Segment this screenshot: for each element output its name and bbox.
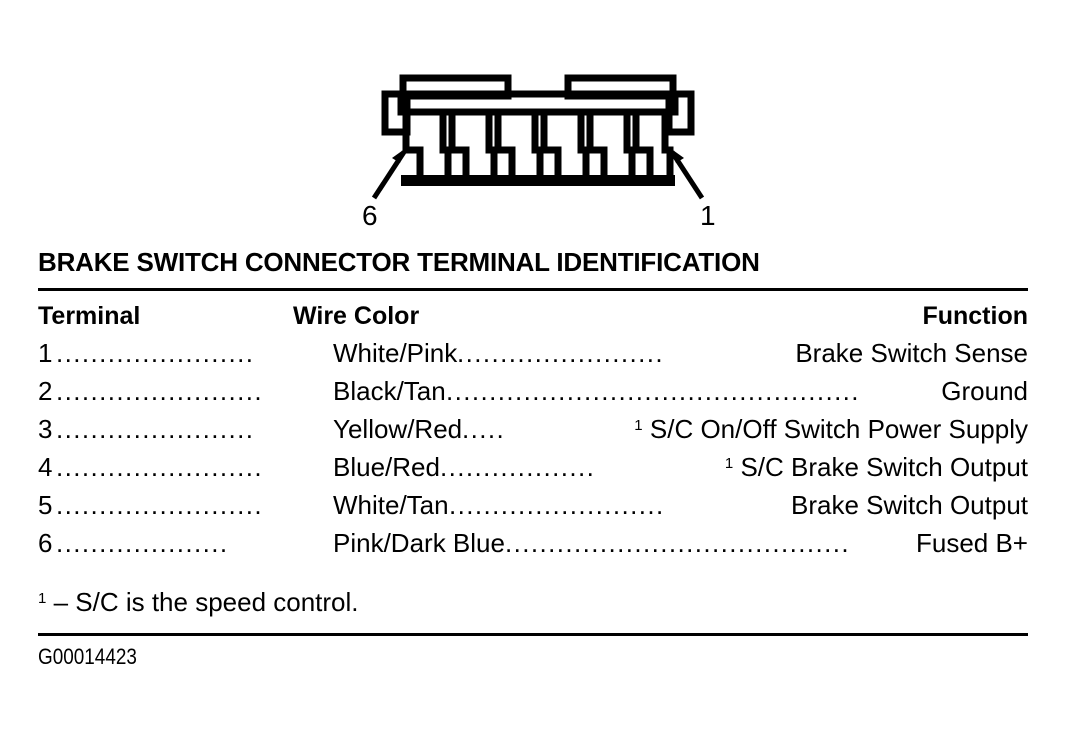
- cell-wire-color: White/Tan: [333, 490, 449, 520]
- cell-function: Fused B+: [916, 524, 1028, 562]
- terminal-1-callout-label: 1: [700, 200, 716, 231]
- cell-function: Brake Switch Output: [791, 486, 1028, 524]
- cell-wire-color: Blue/Red: [333, 452, 440, 482]
- footnote-marker: 1: [38, 590, 47, 607]
- terminal-6-callout-label: 6: [362, 200, 378, 231]
- cell-function-text: Brake Switch Sense: [795, 338, 1028, 368]
- cell-function-text: Ground: [941, 376, 1028, 406]
- dot-leader-right: ........................................…: [446, 376, 860, 406]
- terminal-1-callout-arrow: [669, 148, 705, 200]
- terminal-cavities: [402, 112, 674, 185]
- table-body: 1....................... White/Pink......…: [38, 334, 1028, 562]
- cell-wire-color: Black/Tan: [333, 376, 446, 406]
- page-title: BRAKE SWITCH CONNECTOR TERMINAL IDENTIFI…: [38, 247, 760, 277]
- cell-function: 1 S/C On/Off Switch Power Supply: [634, 410, 1028, 448]
- cell-wire-color: Pink/Dark Blue: [333, 528, 505, 558]
- cell-terminal-number: 2: [38, 376, 53, 406]
- terminal-cavity-2: [586, 112, 636, 185]
- figure-code: G00014423: [38, 644, 137, 669]
- cell-function-text: S/C Brake Switch Output: [740, 452, 1028, 482]
- table-row: 3....................... Yellow/Red..... 1…: [38, 410, 1028, 448]
- dot-leader-right: ..................: [440, 452, 596, 482]
- function-footnote-marker: 1: [724, 455, 734, 472]
- dot-leader-left: ........................: [56, 490, 263, 520]
- dot-leader-left: .......................: [56, 414, 255, 444]
- cell-function: 1 S/C Brake Switch Output: [725, 448, 1028, 486]
- cell-function-text: S/C On/Off Switch Power Supply: [649, 414, 1028, 444]
- column-header-wire-color: Wire Color: [293, 302, 420, 330]
- connector-diagram: 6 1: [0, 0, 1066, 236]
- dot-leader-left: ........................: [56, 376, 263, 406]
- footnote-text: – S/C is the speed control.: [53, 587, 359, 617]
- terminal-cavity-3: [540, 112, 590, 185]
- column-header-terminal: Terminal: [38, 302, 141, 330]
- cell-terminal-number: 5: [38, 490, 53, 520]
- cell-function-text: Fused B+: [915, 528, 1028, 558]
- terminal-identification-table: Terminal Wire Color Function 1..........…: [38, 298, 1028, 562]
- terminal-cavity-6: [402, 112, 452, 185]
- dot-leader-right: ........................: [457, 338, 664, 368]
- terminal-6-callout-arrow: [371, 148, 407, 200]
- dot-leader-right: ........................................: [505, 528, 850, 558]
- dot-leader-left: .......................: [56, 338, 255, 368]
- cell-function-text: Brake Switch Output: [791, 490, 1028, 520]
- terminal-cavity-1: [632, 112, 674, 185]
- table-row: 1....................... White/Pink......…: [38, 334, 1028, 372]
- cell-terminal-number: 6: [38, 528, 53, 558]
- table-row: 2........................ Black/Tan......…: [38, 372, 1028, 410]
- cell-terminal-number: 1: [38, 338, 53, 368]
- function-footnote-marker: 1: [634, 417, 643, 434]
- cell-function: Ground: [941, 372, 1028, 410]
- title-divider: [38, 288, 1028, 291]
- terminal-cavity-4: [494, 112, 544, 185]
- cell-terminal-number: 4: [38, 452, 53, 482]
- cell-function: Brake Switch Sense: [795, 334, 1028, 372]
- connector-housing: [397, 90, 679, 116]
- column-header-function: Function: [922, 302, 1028, 330]
- terminal-cavity-5: [448, 112, 498, 185]
- cell-terminal-number: 3: [38, 414, 53, 444]
- table-row: 4........................ Blue/Red.......…: [38, 448, 1028, 486]
- dot-leader-right: .....: [462, 414, 506, 444]
- cell-wire-color: Yellow/Red: [333, 414, 463, 444]
- dot-leader-right: .........................: [449, 490, 665, 520]
- dot-leader-left: ....................: [56, 528, 229, 558]
- table-row: 5........................ White/Tan .....…: [38, 486, 1028, 524]
- footnote: 1 – S/C is the speed control.: [38, 583, 359, 621]
- table-header-row: Terminal Wire Color Function: [38, 298, 1028, 334]
- dot-leader-left: ........................: [56, 452, 263, 482]
- figure-code-divider: [38, 633, 1028, 636]
- title-block: BRAKE SWITCH CONNECTOR TERMINAL IDENTIFI…: [38, 246, 1028, 278]
- table-row: 6.................... Pink/Dark Blue.....…: [38, 524, 1028, 562]
- cell-wire-color: White/Pink: [333, 338, 458, 368]
